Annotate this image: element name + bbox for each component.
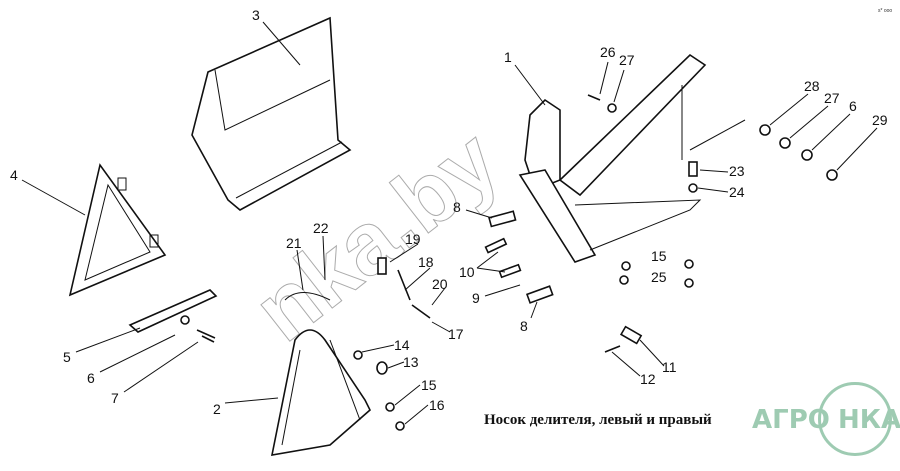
- callout-5: 5: [63, 349, 71, 365]
- agronka-logo: [818, 382, 892, 456]
- callout-20: 20: [432, 276, 448, 292]
- part-5-bar: [128, 289, 218, 339]
- corner-mark: s* ooo: [878, 8, 892, 14]
- callout-22: 22: [313, 220, 329, 236]
- callout-1: 1: [504, 49, 512, 65]
- callout-19: 19: [405, 231, 421, 247]
- callout-23: 23: [729, 163, 745, 179]
- callout-16: 16: [429, 397, 445, 413]
- callout-29: 29: [872, 112, 888, 128]
- callout-15: 15: [421, 377, 437, 393]
- callout-17: 17: [448, 326, 464, 342]
- part-4-triangle-bracket: [68, 163, 167, 297]
- part-3-shield: [191, 16, 352, 211]
- callout-18: 18: [418, 254, 434, 270]
- leader-lines: [21, 21, 878, 425]
- callout-8: 8: [520, 318, 528, 334]
- callout-12: 12: [640, 371, 656, 387]
- hardware: [201, 94, 838, 431]
- callout-6: 6: [87, 370, 95, 386]
- callout-8: 8: [453, 199, 461, 215]
- callout-27: 27: [824, 90, 840, 106]
- callout-10: 10: [459, 264, 475, 280]
- callout-9: 9: [472, 290, 480, 306]
- callout-24: 24: [729, 184, 745, 200]
- callout-4: 4: [10, 167, 18, 183]
- callout-26: 26: [600, 44, 616, 60]
- callout-2: 2: [213, 401, 221, 417]
- callout-11: 11: [662, 359, 677, 375]
- callout-15: 15: [651, 248, 667, 264]
- part-2-nose: [270, 292, 371, 456]
- callout-6: 6: [849, 98, 857, 114]
- diagram-caption: Носок делителя, левый и правый: [484, 412, 712, 428]
- callout-13: 13: [403, 354, 419, 370]
- callout-labels: 1 2 3 4 5 6 7 8 8 9 10 11 12 13 14 15 15…: [10, 7, 892, 417]
- callout-21: 21: [286, 235, 302, 251]
- part-1-divider: [518, 53, 707, 263]
- callout-25: 25: [651, 269, 667, 285]
- callout-14: 14: [394, 337, 410, 353]
- callout-7: 7: [111, 390, 119, 406]
- callout-28: 28: [804, 78, 820, 94]
- callout-27: 27: [619, 52, 635, 68]
- callout-3: 3: [252, 7, 260, 23]
